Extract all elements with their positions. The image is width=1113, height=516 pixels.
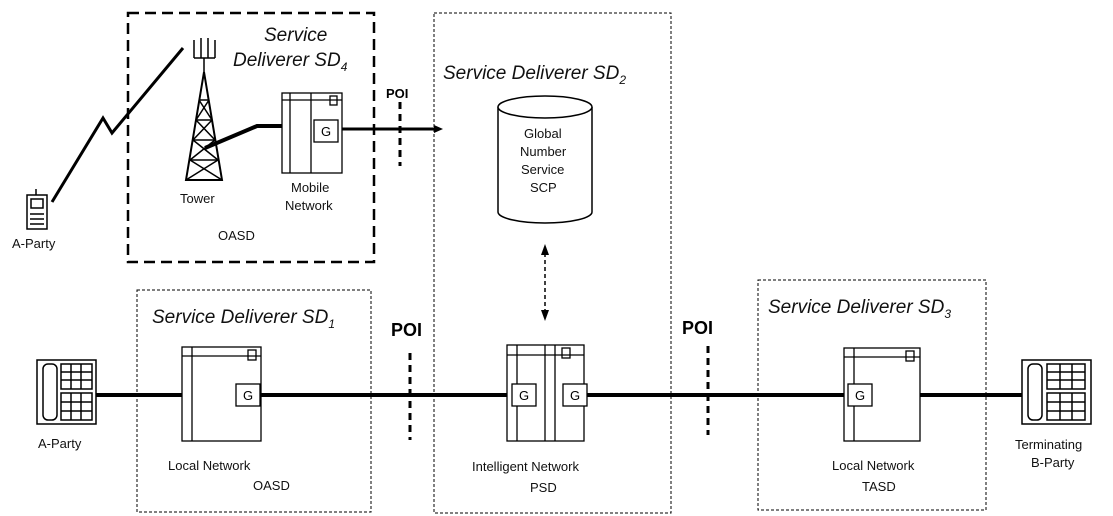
phone-a-party-label: A-Party	[38, 436, 82, 451]
mobile-phone-icon	[26, 189, 48, 230]
local-left-caption: OASD	[253, 478, 290, 493]
sd1-box	[136, 289, 372, 513]
local-network-right-label: Local Network	[832, 458, 915, 473]
tower-icon	[184, 38, 224, 181]
wireless-link	[50, 47, 185, 203]
local-network-right-gateway: G	[847, 383, 873, 407]
mobile-a-party-label: A-Party	[12, 236, 56, 251]
sd4-title-sub: 4	[341, 60, 348, 74]
desk-phone-icon-left	[36, 359, 97, 425]
desk-phone-icon-right	[1021, 359, 1092, 425]
scp-label-line1: Global	[524, 126, 562, 141]
mobile-network-gateway: G	[313, 119, 339, 143]
poi-label-top: POI	[386, 86, 408, 101]
mobile-network-switch	[281, 92, 343, 174]
sd2-title-text: Service Deliverer SD	[443, 63, 620, 84]
local-right-caption: TASD	[862, 479, 896, 494]
mobile-network-label-line2: Network	[285, 198, 333, 213]
sd4-caption: OASD	[218, 228, 255, 243]
local-network-left-label: Local Network	[168, 458, 251, 473]
local-network-left-gateway: G	[235, 383, 261, 407]
sd2-title-sub: 2	[618, 73, 626, 87]
sd1-title-sub: 1	[328, 317, 335, 331]
terminating-label-line2: B-Party	[1031, 455, 1075, 470]
mobile-network-label-line1: Mobile	[291, 180, 329, 195]
sd3-title: Service Deliverer SD3	[768, 297, 951, 321]
scp-label-line4: SCP	[530, 180, 557, 195]
sd3-title-text: Service Deliverer SD	[768, 297, 945, 318]
poi-label-left: POI	[391, 320, 422, 340]
gateway-label: G	[243, 388, 253, 403]
scp-database-icon	[497, 95, 593, 224]
scp-label-line3: Service	[521, 162, 564, 177]
scp-link-arrow-up	[541, 244, 549, 255]
poi-label-right: POI	[682, 318, 713, 338]
intelligent-caption: PSD	[530, 480, 557, 495]
gateway-label: G	[855, 388, 865, 403]
scp-link-arrow-down	[541, 310, 549, 321]
mobile-link-arrowhead	[434, 125, 443, 133]
sd4-box	[126, 11, 376, 264]
sd2-box	[433, 12, 672, 514]
gateway-label: G	[321, 124, 331, 139]
terminating-label-line1: Terminating	[1015, 437, 1082, 452]
sd4-title-line1: Service	[264, 25, 327, 46]
gateway-label: G	[570, 388, 580, 403]
sd3-title-sub: 3	[944, 307, 951, 321]
tower-label: Tower	[180, 191, 215, 206]
gateway-label: G	[519, 388, 529, 403]
scp-label-line2: Number	[520, 144, 567, 159]
sd4-title-text: Deliverer SD	[233, 50, 341, 71]
intelligent-network-label: Intelligent Network	[472, 459, 579, 474]
sd4-title-line2: Deliverer SD4	[233, 50, 348, 74]
intelligent-network-gateway-right: G	[562, 383, 588, 407]
sd2-title: Service Deliverer SD2	[443, 63, 626, 87]
sd1-title-text: Service Deliverer SD	[152, 307, 329, 328]
intelligent-network-gateway-left: G	[511, 383, 537, 407]
sd1-title: Service Deliverer SD1	[152, 307, 335, 331]
tower-to-mobile-link	[204, 124, 282, 150]
